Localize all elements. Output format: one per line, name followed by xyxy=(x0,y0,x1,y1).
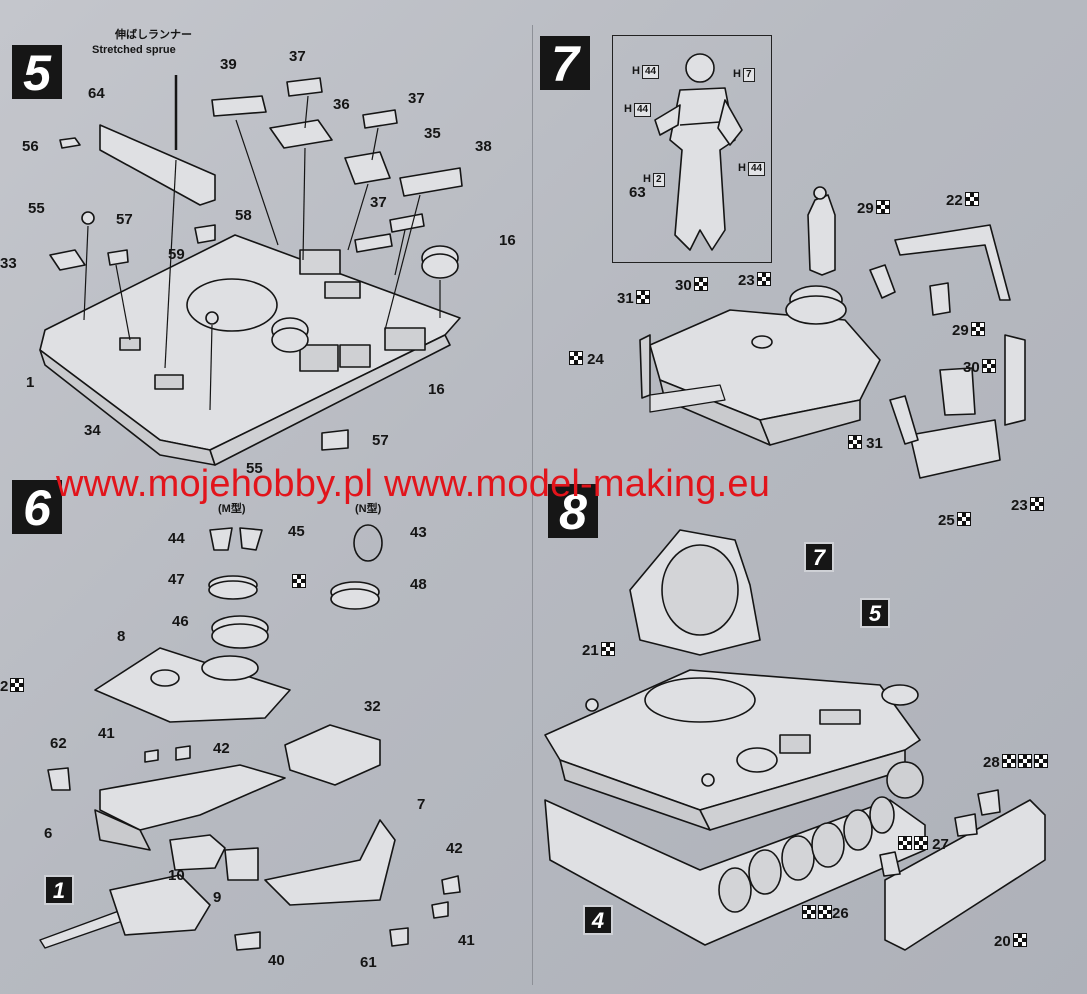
step8-final-assembly xyxy=(544,529,1046,951)
part-9: 9 xyxy=(213,889,222,906)
part-44: 44 xyxy=(168,530,185,547)
part-37-top: 37 xyxy=(289,48,306,65)
part-23-lower: 23 xyxy=(1011,497,1044,514)
part-21: 21 xyxy=(582,642,615,659)
part-37-lower: 37 xyxy=(370,194,387,211)
ref-step-7-badge: 7 xyxy=(804,542,834,572)
step-8-badge: 8 xyxy=(548,484,598,540)
part-47: 47 xyxy=(168,571,185,588)
part-10: 10 xyxy=(168,867,185,884)
watermark-text: www.mojehobby.pl www.model-making.eu xyxy=(56,463,771,505)
part-48: 48 xyxy=(410,576,427,593)
part-35: 35 xyxy=(424,125,441,142)
column-divider xyxy=(532,25,533,985)
part-31-lower: 31 xyxy=(846,435,883,452)
part-38: 38 xyxy=(475,138,492,155)
part-41-right: 41 xyxy=(458,932,475,949)
part-8: 8 xyxy=(117,628,126,645)
sprue-label-jp: 伸ばしランナー xyxy=(115,29,192,41)
part-24: 24 xyxy=(567,351,604,368)
step5-small-parts xyxy=(49,75,463,451)
step5-hull-deck xyxy=(39,234,461,466)
part-59: 59 xyxy=(168,246,185,263)
part-16-top: 16 xyxy=(499,232,516,249)
figure-detail-box xyxy=(612,35,772,263)
step5-leader-lines xyxy=(83,95,441,411)
part-46: 46 xyxy=(172,613,189,630)
step7-turret xyxy=(639,186,1026,479)
part-25: 25 xyxy=(938,512,971,529)
part-29-lower: 29 xyxy=(952,322,985,339)
part-31-top: 31 xyxy=(617,290,650,307)
part-28: 28 xyxy=(983,754,1048,771)
part-45: 45 xyxy=(288,523,305,540)
part-40: 40 xyxy=(268,952,285,969)
part-63: 63 xyxy=(629,184,646,201)
part-29-top: 29 xyxy=(857,200,890,217)
part-32: 32 xyxy=(364,698,381,715)
step-5-badge: 5 xyxy=(12,45,62,101)
paint-icon-step6 xyxy=(292,574,306,588)
part-2: 2 xyxy=(0,678,25,695)
part-64: 64 xyxy=(88,85,105,102)
part-34: 34 xyxy=(84,422,101,439)
part-1: 1 xyxy=(26,374,35,391)
part-7: 7 xyxy=(417,796,426,813)
part-20: 20 xyxy=(994,933,1027,950)
part-33: 33 xyxy=(0,255,17,272)
step6-turret-assembly xyxy=(39,524,461,951)
part-42-right: 42 xyxy=(446,840,463,857)
part-55: 55 xyxy=(28,200,45,217)
part-30-lower: 30 xyxy=(963,359,996,376)
part-30-top: 30 xyxy=(675,277,708,294)
part-57-lower: 57 xyxy=(372,432,389,449)
ref-step-5-badge: 5 xyxy=(860,598,890,628)
variant-n-label: (N型) xyxy=(355,503,382,515)
ref-step-1-badge: 1 xyxy=(44,875,74,905)
part-36: 36 xyxy=(333,96,350,113)
part-55-lower: 55 xyxy=(246,460,263,477)
step-6-badge: 6 xyxy=(12,480,62,536)
part-26: 26 xyxy=(800,905,849,922)
part-39: 39 xyxy=(220,56,237,73)
variant-m-label: (M型) xyxy=(218,503,246,515)
sprue-label-en: Stretched sprue xyxy=(92,44,176,56)
part-57: 57 xyxy=(116,211,133,228)
part-6: 6 xyxy=(44,825,53,842)
part-23-top: 23 xyxy=(738,272,771,289)
part-16-lower: 16 xyxy=(428,381,445,398)
part-41: 41 xyxy=(98,725,115,742)
step-7-badge: 7 xyxy=(540,36,590,92)
part-22: 22 xyxy=(946,192,979,209)
ref-step-4-badge: 4 xyxy=(583,905,613,935)
part-56: 56 xyxy=(22,138,39,155)
part-27: 27 xyxy=(896,836,949,853)
part-43: 43 xyxy=(410,524,427,541)
part-42: 42 xyxy=(213,740,230,757)
part-37-right: 37 xyxy=(408,90,425,107)
part-61: 61 xyxy=(360,954,377,971)
part-58: 58 xyxy=(235,207,252,224)
step7-crew-figure xyxy=(654,53,743,251)
part-62: 62 xyxy=(50,735,67,752)
